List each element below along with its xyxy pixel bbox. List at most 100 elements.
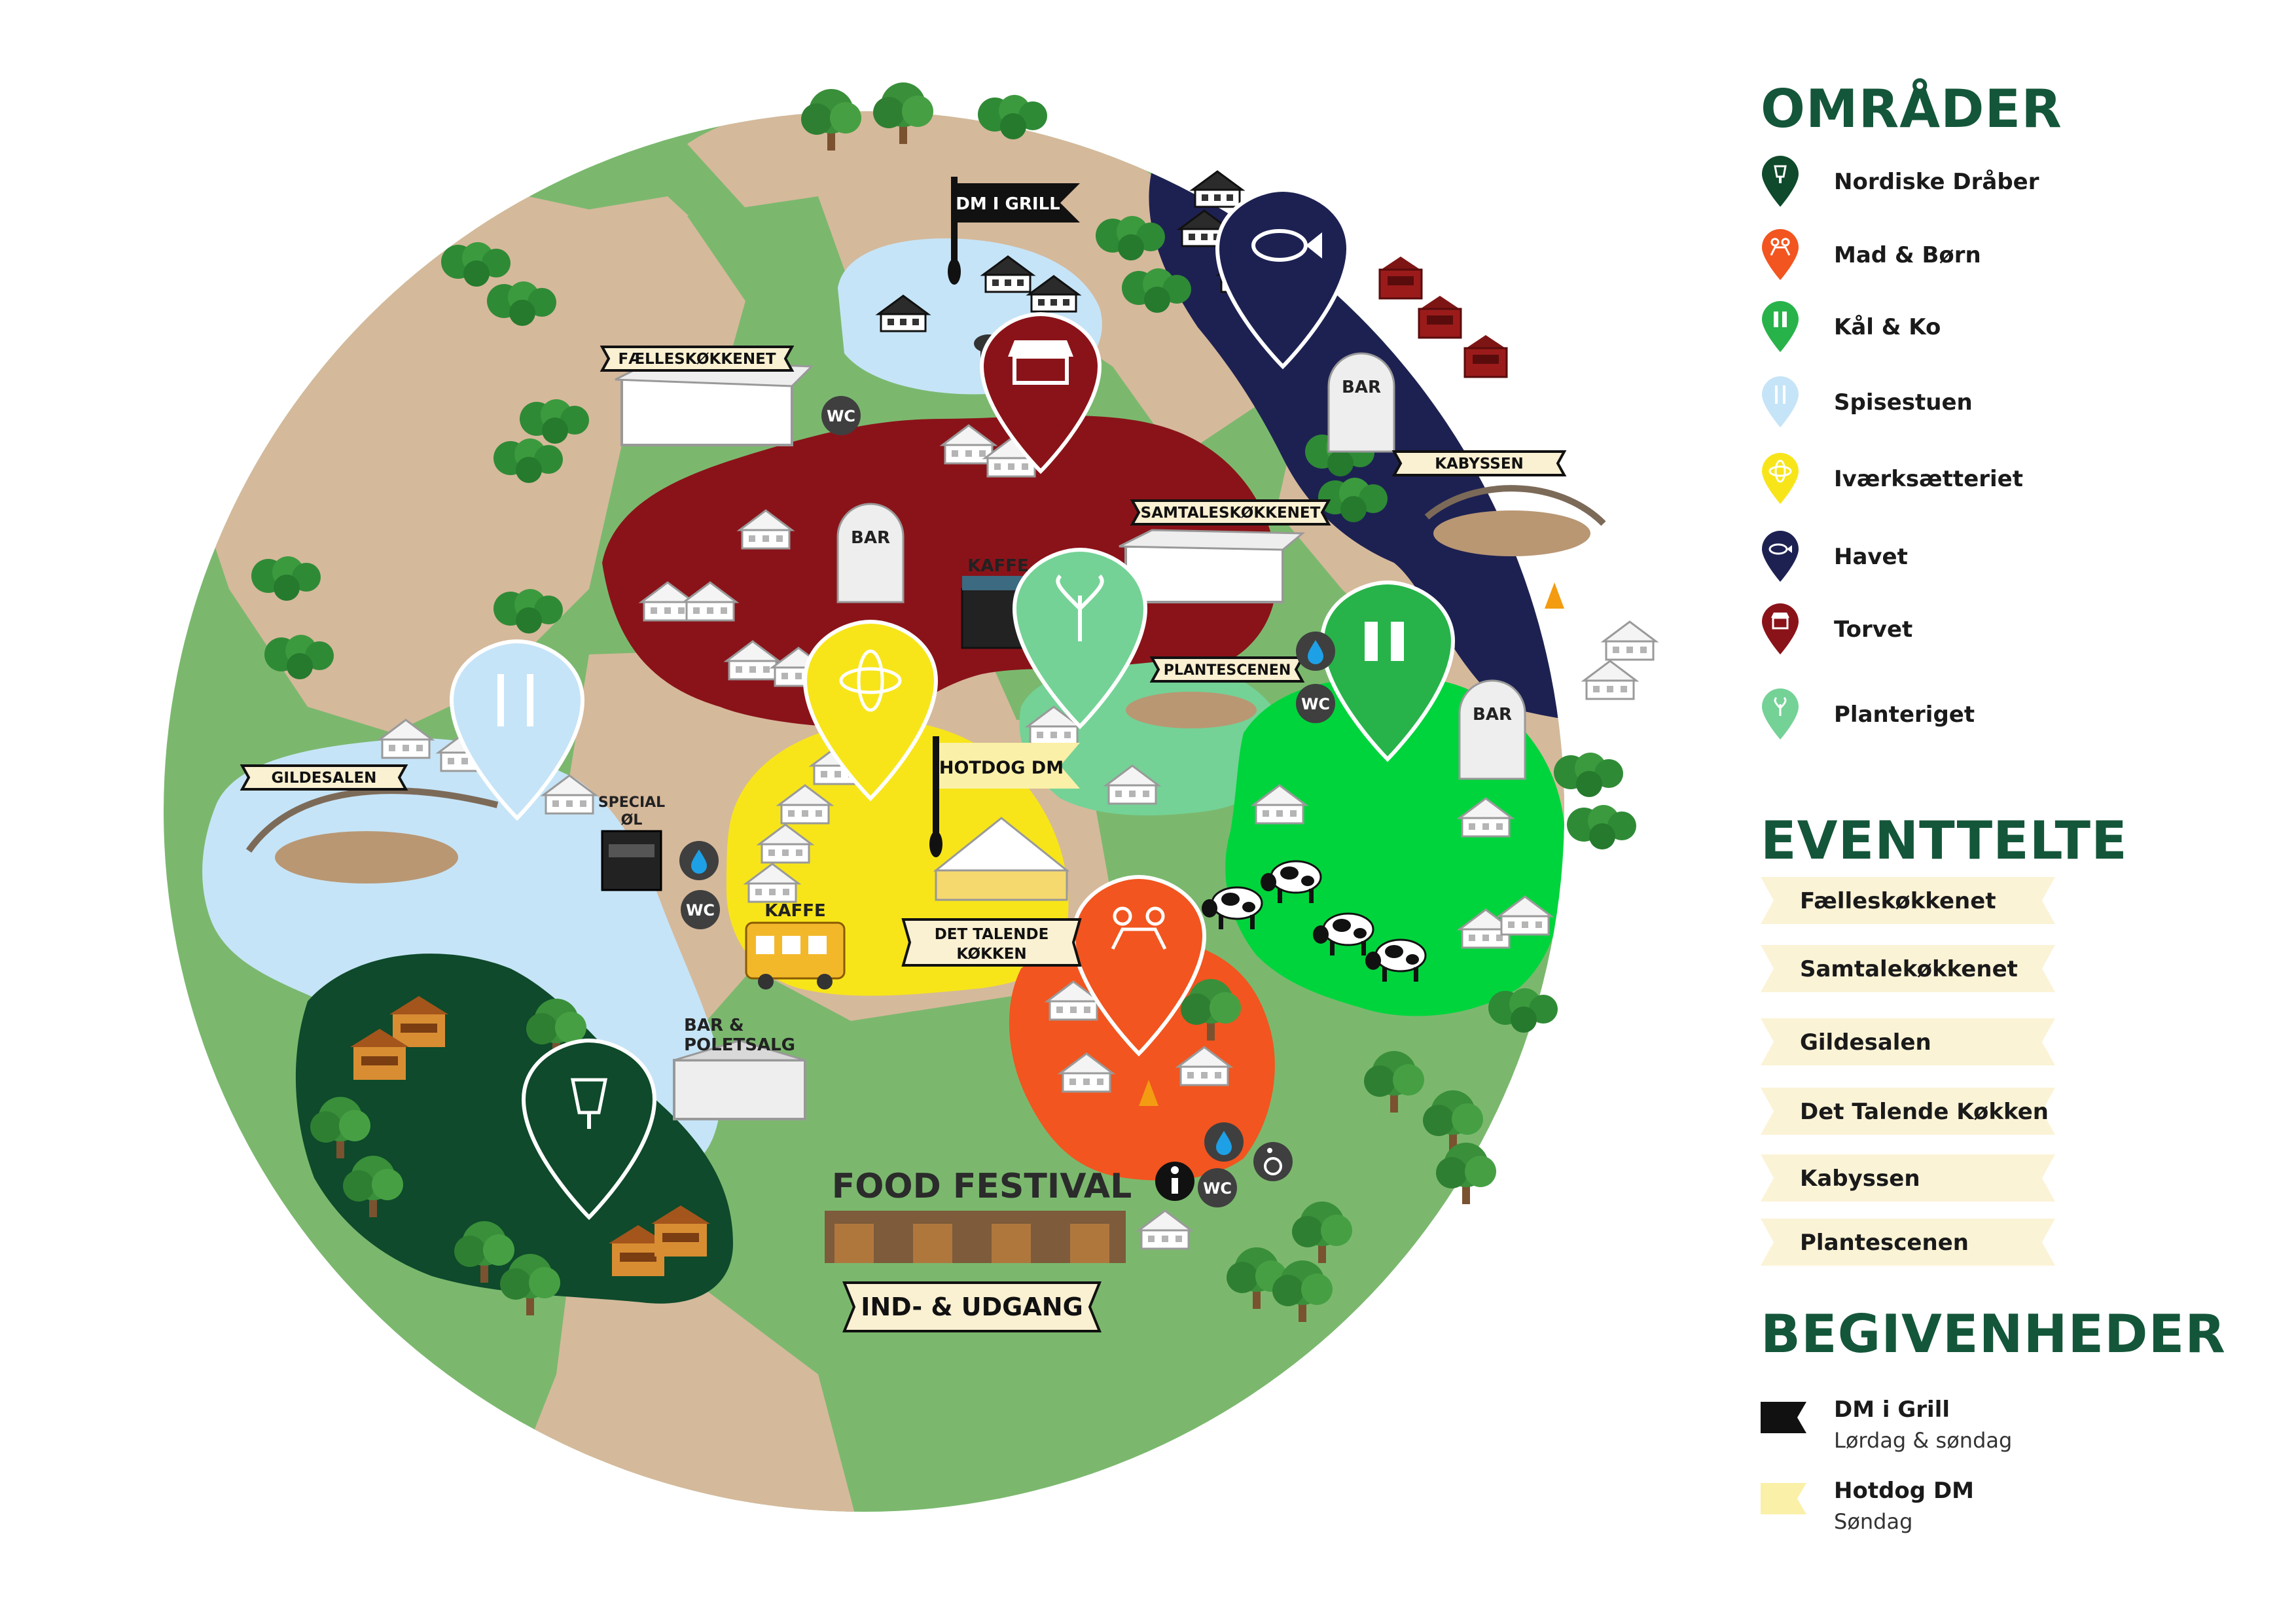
pin-ivaerksaetteriet[interactable] xyxy=(802,619,939,802)
svg-text:SAMTALESKØKKENET: SAMTALESKØKKENET xyxy=(1141,505,1321,522)
events-heading: BEGIVENHEDER xyxy=(1761,1304,2226,1364)
atom-icon xyxy=(1762,453,1799,504)
wc-marker[interactable]: WC xyxy=(681,890,720,929)
children-icon xyxy=(1762,229,1799,280)
pin-torvet[interactable] xyxy=(979,312,1102,474)
samtaleskokkenet-building xyxy=(1119,529,1306,603)
dm-grill-flag[interactable]: DM I GRILL xyxy=(948,177,1080,285)
bar-poletsalg-building xyxy=(673,1039,806,1120)
legend-label: Spisestuen xyxy=(1834,389,1973,416)
faelleskokkenet-building xyxy=(615,359,814,446)
cutlery-icon xyxy=(1762,376,1799,427)
legend-tent-label: Gildesalen xyxy=(1800,1029,1931,1056)
wine-glass-icon xyxy=(1762,156,1799,207)
special-ol-label-1: SPECIAL xyxy=(598,794,665,811)
legend-tent-label: Det Talende Køkken xyxy=(1800,1099,2049,1125)
legend-item-ivaerksaetteriet[interactable]: Iværksætteriet xyxy=(1761,453,2258,505)
legend-label: Havet xyxy=(1834,544,1908,570)
bar-kal-label: BAR xyxy=(1473,705,1512,724)
tent-banner xyxy=(1761,945,2055,992)
pin-nordiske-draber[interactable] xyxy=(521,1038,657,1221)
water-drop-icon xyxy=(1204,1122,1244,1162)
dm-grill-label: DM I GRILL xyxy=(956,194,1060,214)
svg-text:KØKKEN: KØKKEN xyxy=(956,946,1026,963)
det-talende-kokken-tent xyxy=(933,817,1070,901)
legend-event-days: Søndag xyxy=(1834,1509,1913,1534)
legend-label: Kål & Ko xyxy=(1834,314,1941,340)
legend-tent-label: Kabyssen xyxy=(1800,1166,1920,1192)
legend-event-label: DM i Grill xyxy=(1834,1397,1950,1423)
info-icon[interactable] xyxy=(1155,1162,1194,1201)
legend-event-hotdog-dm[interactable]: Hotdog DM Søndag xyxy=(1761,1478,2219,1543)
tent-banner xyxy=(1761,877,2055,924)
legend-tent-faelleskokkenet[interactable]: Fælleskøkkenet xyxy=(1761,877,2055,924)
pin-spisestuen[interactable] xyxy=(449,639,585,821)
svg-text:KABYSSEN: KABYSSEN xyxy=(1435,455,1524,473)
market-stall-icon xyxy=(1762,603,1799,654)
water-drop-icon xyxy=(679,841,719,880)
bar-havet-building xyxy=(1327,352,1395,453)
legend-tent-gildesalen[interactable]: Gildesalen xyxy=(1761,1018,2055,1065)
festival-map: DM I GRILL HOTDOG DM FÆLLESKØKKENET SAMT… xyxy=(164,82,1657,1512)
wc-marker[interactable]: WC xyxy=(1198,1168,1237,1207)
banner-faelleskokkenet: FÆLLESKØKKENET xyxy=(600,346,795,372)
wc-marker[interactable]: WC xyxy=(1296,684,1335,723)
campfire-icon xyxy=(1139,582,1564,1106)
legend-item-nordiske-draber[interactable]: Nordiske Dråber xyxy=(1761,156,2258,208)
svg-text:WC: WC xyxy=(1203,1179,1232,1198)
legend-event-days: Lørdag & søndag xyxy=(1834,1428,2013,1453)
hotdog-dm-flag[interactable]: HOTDOG DM xyxy=(929,736,1080,857)
legend-tent-label: Plantescenen xyxy=(1800,1230,1969,1256)
banner-samtaleskokkenet: SAMTALESKØKKENET xyxy=(1130,499,1331,526)
svg-text:PLANTESCENEN: PLANTESCENEN xyxy=(1164,662,1291,679)
banner-gildesalen: GILDESALEN xyxy=(240,764,408,791)
bar-torvet-building xyxy=(836,503,905,603)
black-flag-icon xyxy=(1761,1402,1806,1433)
pin-planteriget[interactable] xyxy=(1012,547,1148,730)
fish-icon xyxy=(1762,531,1799,582)
kaffe-torvet-label: KAFFE xyxy=(967,556,1029,576)
kaffe-bus xyxy=(745,921,846,990)
svg-text:WC: WC xyxy=(1301,695,1330,713)
bar-poletsalg-label-2: POLETSALG xyxy=(684,1035,795,1055)
food-festival-title: FOOD FESTIVAL xyxy=(832,1167,1132,1206)
svg-text:GILDESALEN: GILDESALEN xyxy=(272,770,377,787)
legend-item-torvet[interactable]: Torvet xyxy=(1761,603,2258,656)
vegetable-icon xyxy=(1762,301,1799,352)
pin-havet[interactable] xyxy=(1215,187,1351,370)
bar-kal-building xyxy=(1458,679,1526,780)
legend-item-havet[interactable]: Havet xyxy=(1761,531,2258,583)
legend-label: Planteriget xyxy=(1834,702,1975,728)
legend-tent-det-talende-kokken[interactable]: Det Talende Køkken xyxy=(1761,1088,2055,1135)
legend-label: Iværksætteriet xyxy=(1834,466,2023,492)
banner-plantescenen: PLANTESCENEN xyxy=(1149,656,1305,683)
legend-tent-kabyssen[interactable]: Kabyssen xyxy=(1761,1154,2055,1202)
bar-torvet-label: BAR xyxy=(851,528,890,548)
hotdog-dm-label: HOTDOG DM xyxy=(939,758,1064,778)
wc-marker[interactable]: WC xyxy=(821,396,861,435)
legend-tent-plantescenen[interactable]: Plantescenen xyxy=(1761,1219,2055,1266)
svg-text:WC: WC xyxy=(827,407,855,425)
legend-item-kal-ko[interactable]: Kål & Ko xyxy=(1761,301,2258,353)
sprout-icon xyxy=(1762,688,1799,740)
banner-kabyssen: KABYSSEN xyxy=(1391,450,1567,476)
legend-item-spisestuen[interactable]: Spisestuen xyxy=(1761,376,2258,429)
entrance-gate xyxy=(825,1211,1126,1263)
tents-heading: EVENTTELTE xyxy=(1761,810,2128,871)
gildesalen-tent xyxy=(245,787,499,883)
legend-event-dm-i-grill[interactable]: DM i Grill Lørdag & søndag xyxy=(1761,1397,2219,1462)
areas-heading: OMRÅDER xyxy=(1761,79,2062,139)
banner-entrance[interactable]: IND- & UDGANG xyxy=(842,1281,1102,1332)
legend-panel: OMRÅDER Nordiske Dråber Mad & Børn Kål &… xyxy=(1761,0,2271,1623)
kabyssen-tent xyxy=(1424,485,1606,556)
yellow-flag-icon xyxy=(1761,1483,1806,1514)
special-ol-label-2: ØL xyxy=(621,812,643,829)
water-drop-icon xyxy=(1296,632,1335,671)
legend-item-mad-born[interactable]: Mad & Børn xyxy=(1761,229,2258,281)
legend-item-planteriget[interactable]: Planteriget xyxy=(1761,688,2258,741)
special-ol-building xyxy=(601,830,662,891)
banner-det-talende-kokken: DET TALENDE KØKKEN xyxy=(901,918,1082,967)
svg-text:IND- & UDGANG: IND- & UDGANG xyxy=(861,1293,1083,1321)
legend-tent-samtalekokkenet[interactable]: Samtalekøkkenet xyxy=(1761,945,2055,992)
tent-banner xyxy=(1761,1154,2055,1202)
